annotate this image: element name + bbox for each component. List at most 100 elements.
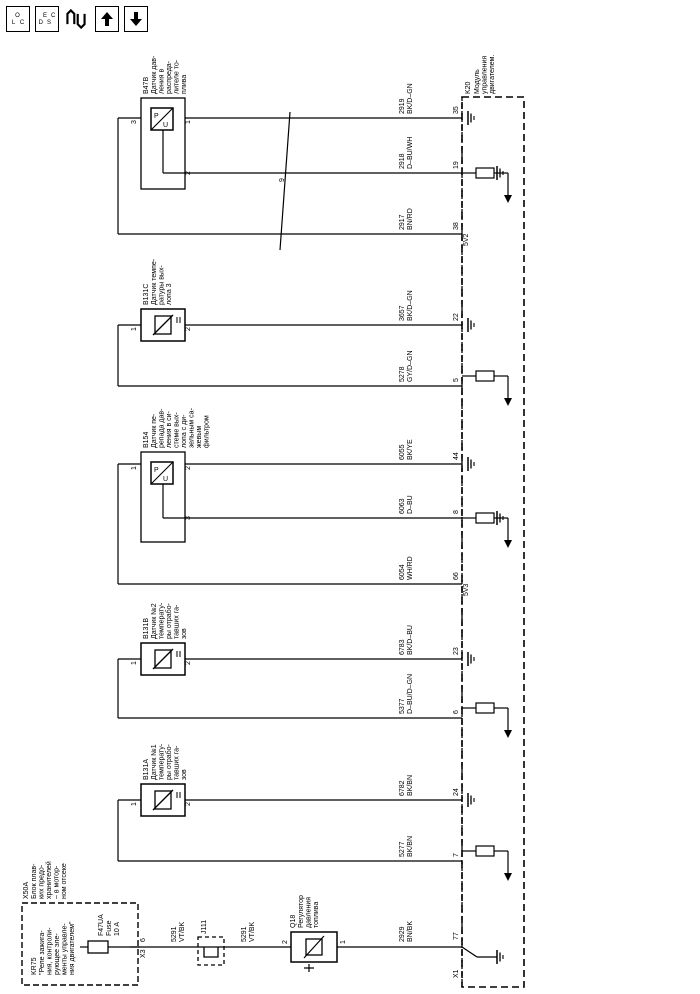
wire-color-label: VT/BK [179,921,186,942]
thermistor-b131b-icon [140,642,186,676]
sensor-name-label: жевым [196,426,203,448]
sensor-pin-label: 2 [185,327,192,331]
wire-color-label: D–BU/WH [407,137,414,169]
sensor-pin-label: 2 [185,171,192,175]
fuse-block-ref-label: X50A [23,882,30,899]
module-ground-icon [467,793,475,807]
sensor-name-label: лителе то- [174,59,181,94]
fuse-block-name-label: ном отсеке [61,863,68,899]
regulator-pin-label: 1 [340,940,347,944]
fuse-ref-label: F47UA [98,914,105,936]
wire-color-label: D–BU [407,495,414,514]
module-pulldown-resistor [462,370,512,406]
wire-circuit-label: 5291 [241,926,248,942]
wire-circuit-label: 5277 [399,841,406,857]
module-name-label: управления [482,56,489,94]
pressure-sensor-p-label: P [154,113,159,120]
regulator-coil-slash [303,935,325,959]
sensor-b154-box [140,451,186,543]
module-ref-label: K20 [465,81,472,94]
sensor-name-label: распреда- [166,60,173,94]
location-button[interactable]: LOC [6,6,30,32]
ecm-switch-icon [461,946,478,958]
sensor-name-label: лопа 3 [166,283,173,305]
module-name-label: двигателем. [489,55,496,94]
wire-count-label: 9 [279,178,286,182]
sensor-name-label: зов [181,628,188,639]
sensor-name-label: лопа с ди- [181,414,188,448]
module-pin-label: 8 [453,510,460,514]
sensor-name-label: тавших га- [174,604,181,639]
module-pullup-resistor [462,167,512,203]
sensor-pin-label: 2 [185,802,192,806]
arrow-down-icon [504,873,512,881]
wire-color-label: D–BU/D–GN [407,674,414,714]
module-pin-label: 77 [453,932,460,940]
fuse-connector-label: X3 [140,949,147,958]
regulator-name-label: давления [306,897,313,928]
regulator-name-label: топлива [313,902,320,928]
sensor-pin-label: 1 [131,802,138,806]
resistor-body [475,370,495,382]
sensor-name-label: Датчик темпе- [151,258,158,305]
arrow-down-icon [130,12,142,26]
fuse-block-name-label: – в мотор- [54,865,61,899]
pressure-sensor-b47b-icon: PU [150,107,174,131]
sensor-pin-label: 2 [185,661,192,665]
sensor-pin-label: 3 [185,516,192,520]
wire-circuit-label: 6782 [399,780,406,796]
pressure-sensor-u-label: U [163,122,168,129]
page-up-button[interactable] [95,6,119,32]
module-ground-icon [467,111,475,125]
wire-circuit-label: 2919 [399,98,406,114]
sensor-name-label: ления в [159,69,166,94]
sensor-b47b-box [140,97,186,190]
sensor-name-label: стеме вых- [174,412,181,448]
resistor-body [475,845,495,857]
thermistor-slash [152,789,174,811]
sensor-pin-label: 1 [131,327,138,331]
wire-color-label: BK/BN [407,775,414,796]
module-pullup-resistor [462,512,512,548]
resistor-body [475,167,495,179]
module-pin-label: 7 [453,853,460,857]
sensor-name-label: зов [181,769,188,780]
module-pin-label: 23 [453,647,460,655]
pressure-sensor-slash [150,461,174,485]
pressure-sensor-slash [150,107,174,131]
wire-circuit-label: 2917 [399,214,406,230]
wire-circuit-label: 6055 [399,444,406,460]
sensor-pin-label: 1 [185,120,192,124]
description-button[interactable]: DESC [35,6,59,32]
splice-j111-icon [203,947,219,958]
fuse-label: Fuse [106,920,113,936]
signal-icon-button[interactable] [64,6,88,32]
regulator-ref-label: Q18 [290,915,297,928]
fuse-block-box [21,902,139,986]
wire-circuit-label: 6063 [399,498,406,514]
sensor-name-label: ления в си- [166,410,173,448]
module-pin-label: 66 [453,572,460,580]
module-connector-label: X1 [453,969,460,978]
wire-circuit-label: 2929 [399,926,406,942]
wire-color-label: BK/D–GN [407,290,414,321]
fuse-rating-label: 10 A [114,922,121,936]
fuse-block-name-label: хранителей [45,861,53,899]
wire-color-label: BK/D–GN [407,83,414,114]
page-down-button[interactable] [124,6,148,32]
relay-name-label: "Реле зажига- [39,930,46,975]
sensor-name-label: ры отрабо- [165,743,173,780]
sensor-name-label: репада дав- [159,408,166,448]
fuse-pin-label: 6 [140,938,147,942]
module-pin-label: 5 [453,378,460,382]
fuse-block-name-label: ких предо- [39,864,46,899]
pressure-sensor-p-label: P [154,467,159,474]
thermistor-slash [152,648,174,670]
wire-color-label: BN/RD [407,208,414,230]
sensor-name-label: Датчик дав- [151,55,158,94]
sensor-pin-label: 2 [185,466,192,470]
wire-circuit-label: 6783 [399,639,406,655]
sensor-pin-label: 1 [131,466,138,470]
sensor-name-label: зельным са- [189,407,196,448]
